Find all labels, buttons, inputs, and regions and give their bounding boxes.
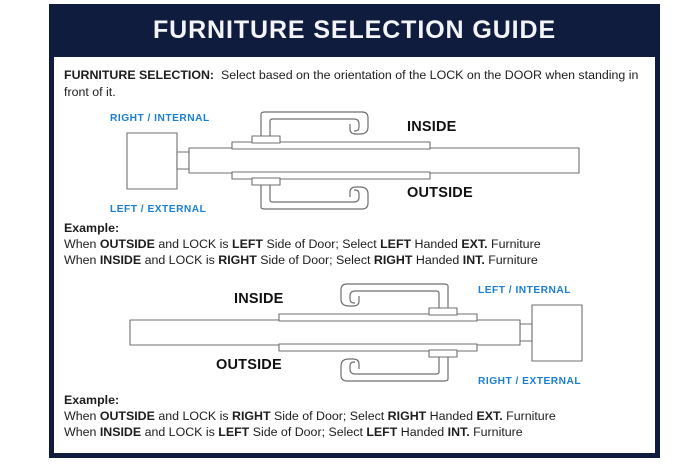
txt-b: EXT.: [461, 237, 488, 252]
txt: Furniture: [502, 409, 556, 424]
txt-b: RIGHT: [218, 253, 257, 268]
diagram1-inside-label: INSIDE: [407, 119, 457, 135]
txt: Handed: [412, 253, 463, 268]
intro-paragraph: FURNITURE SELECTION: Select based on the…: [64, 67, 649, 100]
example-2-heading: Example:: [64, 393, 120, 407]
txt-b: INT.: [462, 253, 485, 268]
lock-box: [126, 132, 178, 190]
example-1-line-1: When OUTSIDE and LOCK is LEFT Side of Do…: [64, 236, 649, 252]
diagram1-top-label: RIGHT / INTERNAL: [110, 113, 210, 124]
txt: When: [64, 253, 100, 268]
txt: Furniture: [484, 253, 538, 268]
txt-b: INSIDE: [99, 253, 142, 268]
txt: When: [64, 409, 100, 424]
txt: Furniture: [487, 237, 541, 252]
txt: Furniture: [469, 425, 523, 440]
txt-b: OUTSIDE: [99, 409, 155, 424]
example-2-line-1: When OUTSIDE and LOCK is RIGHT Side of D…: [64, 408, 649, 424]
txt: and LOCK is: [141, 253, 219, 268]
txt: Side of Door; Select: [249, 425, 367, 440]
diagram2-inside-label: INSIDE: [234, 291, 284, 307]
txt-b: RIGHT: [232, 409, 271, 424]
diagram1-bottom-label: LEFT / EXTERNAL: [110, 204, 207, 215]
guide-body: FURNITURE SELECTION: Select based on the…: [54, 57, 655, 453]
txt-b: RIGHT: [373, 253, 413, 268]
txt-b: OUTSIDE: [99, 237, 155, 252]
diagram1-outside-label: OUTSIDE: [407, 185, 473, 201]
txt-b: LEFT: [232, 237, 264, 252]
lock-right-diagram: LEFT / INTERNAL RIGHT / EXTERNAL INSIDE …: [54, 283, 655, 391]
intro-text: Select based on the orientation of the L…: [64, 68, 639, 99]
txt: Handed: [426, 409, 477, 424]
diagram2-top-label: LEFT / INTERNAL: [478, 285, 571, 296]
txt: Side of Door; Select: [270, 409, 388, 424]
txt-b: INSIDE: [99, 425, 142, 440]
txt: and LOCK is: [154, 409, 233, 424]
txt-b: LEFT: [366, 425, 398, 440]
txt: When: [64, 425, 100, 440]
diagram2-drawing: [129, 283, 583, 382]
diagram2-outside-label: OUTSIDE: [216, 357, 282, 373]
txt: Handed: [397, 425, 448, 440]
example-1-line-2: When INSIDE and LOCK is RIGHT Side of Do…: [64, 252, 649, 268]
header-banner: FURNITURE SELECTION GUIDE: [49, 4, 660, 57]
example-2-line-2: When INSIDE and LOCK is LEFT Side of Doo…: [64, 424, 649, 440]
txt: When: [64, 237, 100, 252]
diagram2-bottom-label: RIGHT / EXTERNAL: [478, 376, 582, 387]
txt-b: RIGHT: [387, 409, 427, 424]
txt: Side of Door; Select: [256, 253, 374, 268]
lock-box: [531, 304, 583, 362]
page-title: FURNITURE SELECTION GUIDE: [152, 16, 557, 44]
txt-b: INT.: [447, 425, 470, 440]
txt: and LOCK is: [141, 425, 219, 440]
txt-b: LEFT: [380, 237, 412, 252]
intro-label: FURNITURE SELECTION:: [64, 68, 215, 82]
example-2-block: Example: When OUTSIDE and LOCK is RIGHT …: [64, 392, 649, 441]
txt: and LOCK is: [154, 237, 233, 252]
txt-b: EXT.: [476, 409, 503, 424]
txt-b: LEFT: [218, 425, 250, 440]
diagram1-drawing: [126, 111, 580, 210]
example-1-heading: Example:: [64, 221, 120, 235]
example-1-block: Example: When OUTSIDE and LOCK is LEFT S…: [64, 220, 649, 269]
txt: Handed: [411, 237, 462, 252]
lock-left-diagram: RIGHT / INTERNAL LEFT / EXTERNAL INSIDE …: [54, 111, 655, 219]
txt: Side of Door; Select: [263, 237, 381, 252]
